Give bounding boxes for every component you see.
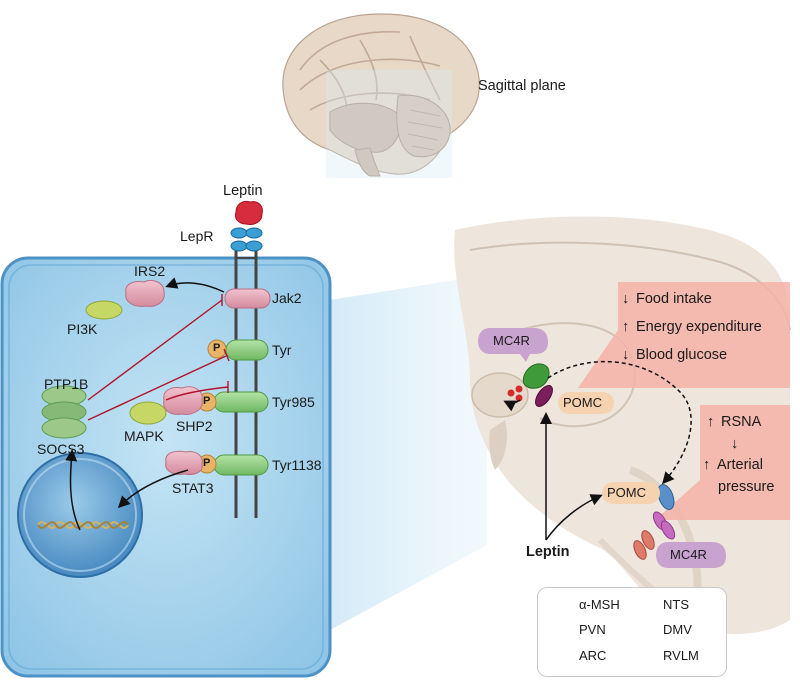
effect-rsna: ↑ RSNA	[707, 414, 761, 430]
socs3-label: SOCS3	[37, 441, 85, 457]
phospho-tyr-icon	[207, 339, 227, 359]
tyr1138-bar-icon	[213, 454, 269, 476]
legend-nts: NTS	[663, 597, 689, 612]
phospho-tyr-label: P	[213, 342, 221, 354]
effect-energy-expenditure: ↑ Energy expenditure	[622, 319, 762, 335]
legend-alpha-msh: α-MSH	[579, 597, 620, 612]
effect-energy-expenditure-text: Energy expenditure	[636, 319, 762, 335]
effect-food-intake: ↓ Food intake	[622, 291, 712, 307]
leptin-input-label: Leptin	[526, 544, 570, 560]
leptin-ligand-icon	[235, 200, 263, 225]
alpha-msh-dot-icon	[507, 389, 515, 397]
pvn-neuron-icon	[522, 363, 550, 389]
leptin-label: Leptin	[223, 183, 263, 199]
brain-section-arrows	[503, 360, 692, 541]
effect-food-intake-text: Food intake	[636, 291, 712, 307]
activation-arrows	[65, 277, 225, 531]
mapk-icon	[129, 401, 167, 425]
pomc-bottom-pill	[602, 482, 660, 504]
inhibition-lines	[87, 294, 230, 421]
legend-rvlm: RVLM	[663, 648, 699, 663]
pomc-bottom-label: POMC	[607, 485, 646, 500]
down-arrow-icon: ↓	[622, 347, 630, 363]
phospho-tyr1138-label: P	[203, 457, 211, 469]
stat3-label: STAT3	[172, 480, 214, 496]
legend-dmv: DMV	[663, 622, 692, 637]
legend	[537, 587, 727, 677]
up-arrow-icon: ↑	[703, 457, 711, 473]
mc4r-top-label: MC4R	[493, 333, 530, 348]
pi3k-label: PI3K	[67, 321, 98, 337]
up-arrow-icon: ↑	[707, 414, 715, 430]
alpha-msh-dot-icon	[515, 385, 523, 393]
tyr985-bar-icon	[213, 391, 269, 413]
arc-neuron-icon	[535, 385, 553, 407]
shp2-label: SHP2	[176, 418, 213, 434]
effect-blood-glucose-text: Blood glucose	[636, 347, 728, 363]
legend-arc: ARC	[579, 648, 607, 663]
pomc-top-label: POMC	[563, 395, 602, 410]
legend-pvn: PVN	[579, 622, 606, 637]
jak2-icon	[224, 288, 271, 309]
brain-sagittal-illustration	[282, 13, 480, 178]
dna-helix-icon	[37, 521, 129, 529]
nts-neuron-icon	[657, 484, 675, 510]
tyr1138-label: Tyr1138	[272, 457, 322, 473]
mc4r-bottom-pill	[656, 542, 726, 568]
lepr-extracellular-domain-icon	[230, 227, 263, 252]
effect-arterial-text: Arterial	[717, 457, 763, 473]
phospho-tyr985-label: P	[203, 395, 211, 407]
mc4r-bottom-label: MC4R	[670, 547, 707, 562]
label-pills	[478, 328, 726, 568]
shp2-icon	[163, 386, 203, 415]
pomc-top-pill	[558, 392, 614, 414]
lepr-label: LepR	[180, 228, 214, 244]
brain-caption: Sagittal plane	[478, 78, 566, 94]
tyr-label: Tyr	[272, 342, 292, 358]
alpha-msh-dot-icon	[515, 394, 523, 402]
down-arrow-icon: ↓	[731, 436, 739, 452]
rvlm-neuron-icon	[641, 530, 655, 550]
up-arrow-icon: ↑	[622, 319, 630, 335]
down-arrow-icon: ↓	[622, 291, 630, 307]
tyr985-label: Tyr985	[272, 394, 315, 410]
effect-blood-glucose: ↓ Blood glucose	[622, 347, 727, 363]
effect-arterial-pressure: ↑ Arterial	[703, 457, 763, 473]
mc4r-top-pill	[478, 328, 548, 362]
brain-section-neurons	[507, 363, 676, 560]
effect-rsna-text: RSNA	[721, 414, 762, 430]
irs2-label: IRS2	[134, 263, 166, 279]
ptp1b-label: PTP1B	[44, 376, 89, 392]
effect-pressure-text: pressure	[718, 479, 775, 495]
tyr-bar-icon	[225, 339, 269, 361]
effects-panels	[578, 282, 790, 520]
irs2-icon	[125, 279, 165, 307]
pi3k-icon	[85, 300, 123, 320]
mapk-label: MAPK	[124, 428, 164, 444]
socs3-lower-icon	[41, 417, 87, 439]
zoom-cone	[330, 275, 487, 630]
jak2-label: Jak2	[272, 290, 302, 306]
